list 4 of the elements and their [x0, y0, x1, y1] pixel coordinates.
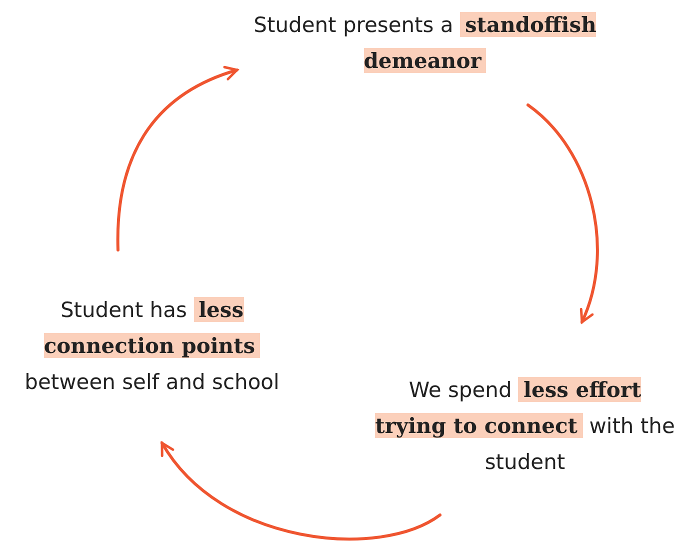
curved-arrow: [160, 442, 442, 540]
curved-arrow: [526, 104, 599, 324]
cycle-step-text: Student presents a standoffish demeanor: [252, 11, 598, 75]
curved-arrow: [116, 66, 238, 252]
